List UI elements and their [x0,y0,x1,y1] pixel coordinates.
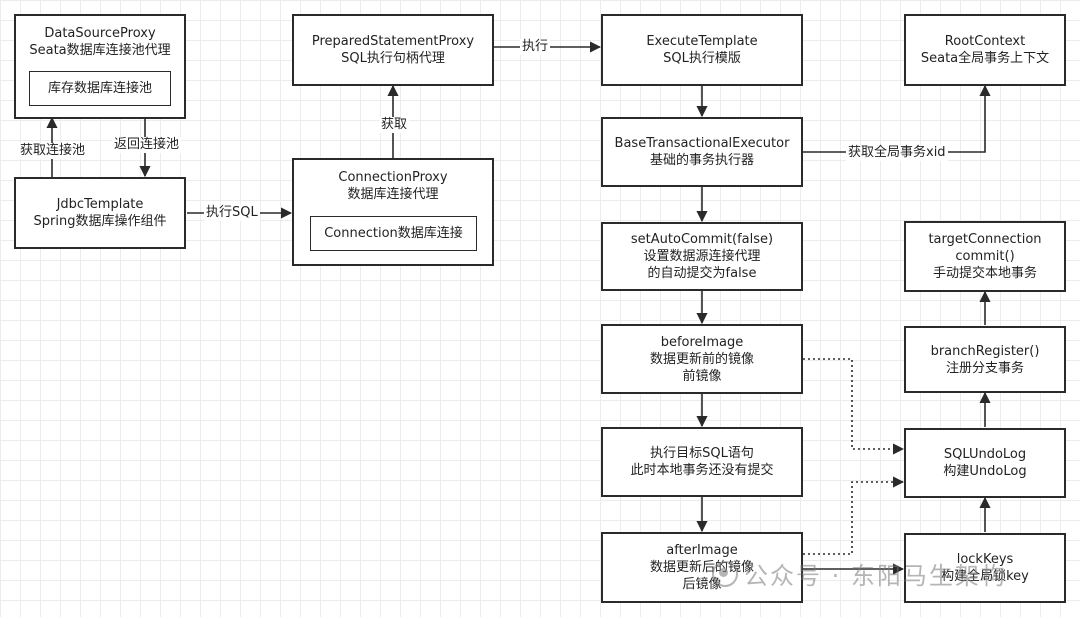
node-subtitle: 此时本地事务还没有提交 [630,463,774,478]
node-subtitle: 数据库连接代理 [347,187,439,202]
node-title: branchRegister() [930,343,1040,359]
edge-label-exec-sql: 执行SQL [204,205,260,221]
node-title: ExecuteTemplate [646,34,758,49]
prepared-statement-proxy-box: PreparedStatementProxy SQL执行句柄代理 [292,14,494,86]
node-subtitle: 构建UndoLog [943,464,1027,479]
lock-keys-box: lockKeys 构建全局锁key [904,533,1066,603]
node-subtitle: Seata全局事务上下文 [920,51,1050,66]
before-image-box: beforeImage 数据更新前的镜像 前镜像 [601,324,803,394]
node-line3: 前镜像 [682,368,722,384]
node-title: beforeImage [660,334,744,350]
node-title: targetConnection [928,232,1042,247]
datasource-proxy-box: DataSourceProxy Seata数据库连接池代理 库存数据库连接池 [14,14,186,119]
edge-get-xid [803,84,991,153]
node-subtitle: 构建全局锁key [941,569,1029,584]
node-title: JdbcTemplate [56,197,144,212]
node-title: 执行目标SQL语句 [650,446,754,461]
root-context-box: RootContext Seata全局事务上下文 [904,14,1066,86]
node-subtitle: 基础的事务执行器 [649,153,754,168]
edge-label-execute: 执行 [520,39,551,55]
target-connection-box: targetConnection commit() 手动提交本地事务 [904,221,1066,292]
node-title: DataSourceProxy [44,26,156,41]
watermark: 公众号 · 东阳马生架构 [712,556,1007,591]
node-line2: commit() [955,249,1015,264]
node-title: SQLUndoLog [943,447,1027,462]
edge-label-get-pool: 获取连接池 [18,143,88,159]
wechat-official-account-icon [712,560,738,587]
node-line3: 后镜像 [682,577,722,592]
sql-undo-log-box: SQLUndoLog 构建UndoLog [904,428,1066,498]
node-line2: 数据更新前的镜像 [649,351,754,367]
edge-label-acquire: 获取 [379,117,410,133]
node-subtitle: SQL执行模版 [663,51,741,66]
edge-label-return-pool: 返回连接池 [112,137,182,153]
connection-proxy-box: ConnectionProxy 数据库连接代理 Connection数据库连接 [292,158,494,266]
node-title: setAutoCommit(false) [630,232,774,247]
node-title: afterImage [666,543,738,558]
node-title: RootContext [944,34,1026,49]
node-title: BaseTransactionalExecutor [614,136,790,151]
inner-label: Connection数据库连接 [324,226,463,241]
edge-bi-undo-dotted [803,358,905,455]
edge-label-get-xid: 获取全局事务xid [846,145,948,161]
watermark-text: 公众号 · 东阳马生架构 [744,562,1007,590]
node-title: ConnectionProxy [338,170,448,185]
base-transactional-executor-box: BaseTransactionalExecutor 基础的事务执行器 [601,117,803,187]
node-line3: 手动提交本地事务 [932,266,1037,281]
edge-ai-undo-dotted [803,476,905,555]
node-subtitle: Spring数据库操作组件 [33,214,167,229]
connection-box: Connection数据库连接 [310,216,477,251]
branch-register-box: branchRegister() 注册分支事务 [904,326,1066,393]
execute-sql-box: 执行目标SQL语句 此时本地事务还没有提交 [601,427,803,497]
node-line2: 设置数据源连接代理 [643,249,761,264]
node-title: PreparedStatementProxy [311,34,475,49]
execute-template-box: ExecuteTemplate SQL执行模版 [601,14,803,86]
jdbc-template-box: JdbcTemplate Spring数据库操作组件 [14,177,186,249]
node-subtitle: SQL执行句柄代理 [341,51,445,66]
inner-label: 库存数据库连接池 [47,81,152,96]
inventory-pool-box: 库存数据库连接池 [29,71,171,106]
node-subtitle: Seata数据库连接池代理 [29,43,171,58]
node-title: lockKeys [956,552,1014,567]
set-auto-commit-box: setAutoCommit(false) 设置数据源连接代理 的自动提交为fal… [601,222,803,291]
node-subtitle: 注册分支事务 [945,360,1024,376]
node-line3: 的自动提交为false [647,266,757,281]
